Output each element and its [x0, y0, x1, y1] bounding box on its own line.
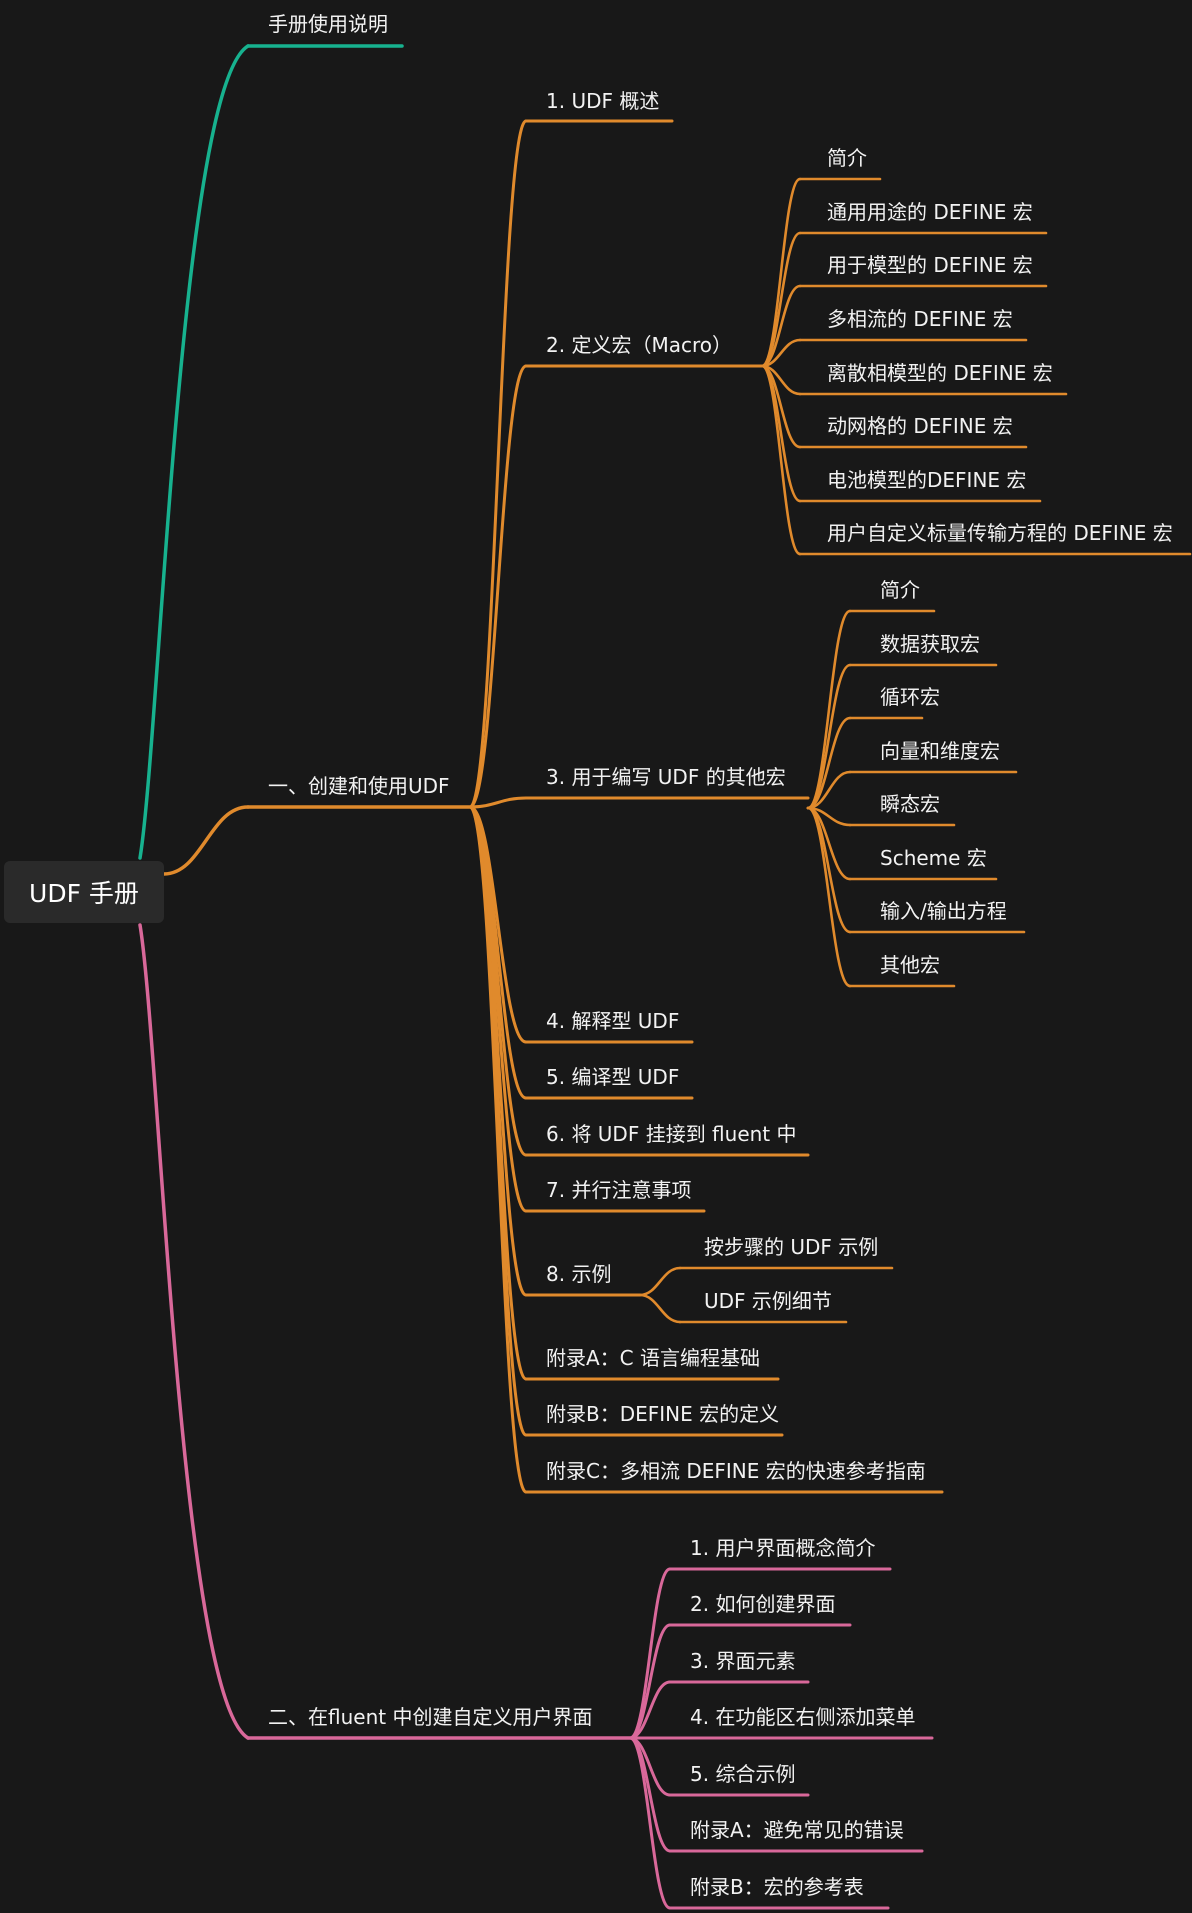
node-part2[interactable]: 二、在fluent 中创建自定义用户界面	[268, 1705, 593, 1729]
node-s2-item[interactable]: 多相流的 DEFINE 宏	[827, 307, 1013, 331]
node-other-macros[interactable]: 3. 用于编写 UDF 的其他宏	[546, 765, 786, 789]
connector-curve	[468, 805, 528, 1297]
node-udf-overview[interactable]: 1. UDF 概述	[546, 89, 660, 113]
node-appendix-a[interactable]: 附录A：C 语言编程基础	[546, 1346, 761, 1370]
node-s3-item[interactable]: 向量和维度宏	[880, 739, 1000, 763]
connector-curve	[638, 1266, 682, 1297]
node-s2-item[interactable]: 离散相模型的 DEFINE 宏	[827, 361, 1053, 385]
node-hook-udf[interactable]: 6. 将 UDF 挂接到 fluent 中	[546, 1122, 797, 1146]
node-appendix-c[interactable]: 附录C：多相流 DEFINE 宏的快速参考指南	[546, 1459, 926, 1483]
connector-curve	[760, 364, 802, 556]
node-part2-item[interactable]: 5. 综合示例	[690, 1762, 796, 1786]
node-part2-item[interactable]: 2. 如何创建界面	[690, 1592, 836, 1616]
connector-curve	[806, 716, 852, 810]
node-s2-item[interactable]: 电池模型的DEFINE 宏	[827, 468, 1027, 492]
node-define-macro[interactable]: 2. 定义宏（Macro）	[546, 333, 732, 357]
node-part2-item[interactable]: 4. 在功能区右侧添加菜单	[690, 1705, 916, 1729]
connector-curve	[468, 805, 528, 1494]
node-appendix-b[interactable]: 附录B：DEFINE 宏的定义	[546, 1402, 780, 1426]
node-part1[interactable]: 一、创建和使用UDF	[268, 774, 450, 798]
node-s3-item[interactable]: 瞬态宏	[880, 792, 940, 816]
connector-curve	[806, 770, 852, 810]
node-interpreted-udf[interactable]: 4. 解释型 UDF	[546, 1009, 680, 1033]
node-part2-item[interactable]: 1. 用户界面概念简介	[690, 1536, 876, 1560]
node-examples[interactable]: 8. 示例	[546, 1262, 612, 1286]
node-s2-item[interactable]: 通用用途的 DEFINE 宏	[827, 200, 1033, 224]
node-s3-item[interactable]: Scheme 宏	[880, 846, 987, 870]
connector-curve	[806, 806, 852, 934]
connector-curve	[638, 1293, 682, 1324]
node-s8-item[interactable]: 按步骤的 UDF 示例	[704, 1235, 879, 1259]
node-s2-item[interactable]: 用户自定义标量传输方程的 DEFINE 宏	[827, 521, 1173, 545]
connector-curve	[138, 44, 250, 860]
connector-curve	[806, 663, 852, 810]
root-node[interactable]: UDF 手册	[4, 861, 164, 923]
node-s3-item[interactable]: 简介	[880, 578, 920, 602]
node-s2-item[interactable]: 用于模型的 DEFINE 宏	[827, 253, 1033, 277]
node-s3-item[interactable]: 其他宏	[880, 953, 940, 977]
connector-curve	[760, 231, 802, 368]
node-s3-item[interactable]: 数据获取宏	[880, 632, 980, 656]
connector-curve	[628, 1736, 672, 1910]
connector-curve	[468, 119, 528, 809]
connector-curve	[628, 1680, 672, 1740]
node-s3-item[interactable]: 输入/输出方程	[880, 899, 1007, 923]
connector-curve	[760, 177, 802, 368]
connector-curve	[138, 923, 250, 1740]
node-parallel[interactable]: 7. 并行注意事项	[546, 1178, 692, 1202]
node-part2-item[interactable]: 3. 界面元素	[690, 1649, 796, 1673]
connector-curve	[806, 609, 852, 810]
node-s2-item[interactable]: 动网格的 DEFINE 宏	[827, 414, 1013, 438]
node-compiled-udf[interactable]: 5. 编译型 UDF	[546, 1065, 680, 1089]
connector-curve	[806, 806, 852, 988]
connector-curve	[162, 805, 250, 876]
node-s2-item[interactable]: 简介	[827, 146, 867, 170]
node-part2-item[interactable]: 附录A：避免常见的错误	[690, 1818, 904, 1842]
node-part2-item[interactable]: 附录B：宏的参考表	[690, 1875, 864, 1899]
connector-curve	[760, 284, 802, 368]
connector-curve	[468, 796, 528, 809]
connector-curve	[628, 1623, 672, 1740]
node-manual-intro[interactable]: 手册使用说明	[268, 12, 388, 36]
connector-curve	[468, 364, 528, 809]
node-s3-item[interactable]: 循环宏	[880, 685, 940, 709]
connector-curve	[760, 364, 802, 503]
node-s8-item[interactable]: UDF 示例细节	[704, 1289, 832, 1313]
